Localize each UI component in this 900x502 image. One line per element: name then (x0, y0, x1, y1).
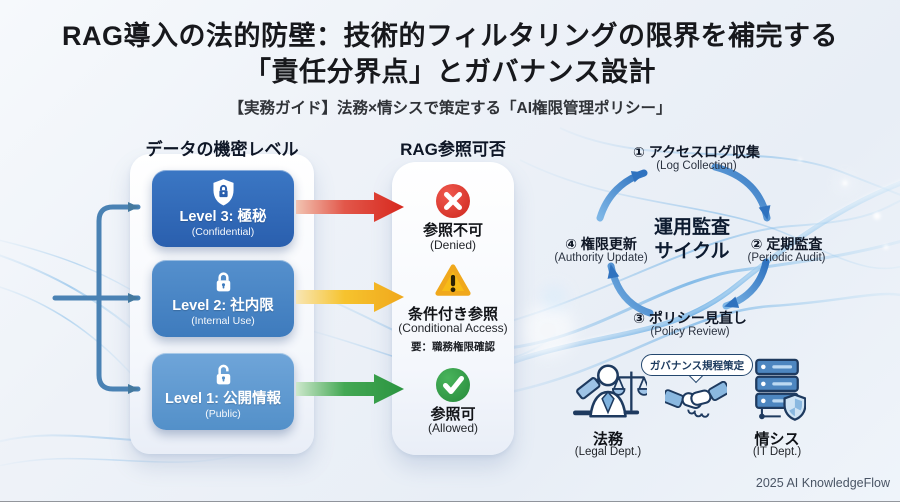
allowed-flow-arrow (296, 374, 404, 404)
it-dept-sublabel: (IT Dept.) (752, 446, 802, 458)
subtitle: 【実務ガイド】法務×情シスで策定する「AI権限管理ポリシー」 (228, 100, 672, 117)
level-2-sublabel: (Internal Use) (191, 315, 255, 327)
main-title-line1: RAG導入の法的防壁：技術的フィルタリングの限界を補完する (62, 21, 838, 51)
governance-bubble: ガバナンス規程策定 (641, 354, 753, 376)
lock-icon (216, 272, 230, 292)
conditional-label: 条件付き参照 (407, 306, 498, 323)
warning-icon (435, 264, 471, 296)
main-title-line2: 「責任分界点」とガバナンス設計 (244, 57, 656, 87)
cycle-step-3-label: ③ ポリシー見直し (633, 310, 747, 326)
it-dept-label: 情シス (754, 431, 800, 448)
credit-text: 2025 AI KnowledgeFlow (755, 476, 890, 490)
cycle-step-3-sublabel: (Policy Review) (650, 326, 730, 338)
denied-flow-arrow (296, 192, 404, 222)
cycle-step-2-label: ② 定期監査 (750, 236, 823, 252)
conditional-note: 要：職務権限確認 (411, 341, 495, 353)
level-3-label: Level 3: 極秘 (179, 209, 267, 225)
rag-permission-panel: 参照不可 (Denied) 条件付き参照 (Conditional Access… (392, 162, 514, 455)
level-1-label: Level 1: 公開情報 (164, 391, 282, 407)
cycle-arrows (596, 163, 771, 317)
denied-sublabel: (Denied) (429, 238, 477, 252)
allowed-icon (436, 368, 470, 402)
allowed-sublabel: (Allowed) (427, 421, 478, 435)
branch-connector (52, 202, 141, 394)
shield-lock-icon (212, 179, 234, 206)
legal-scales-icon (573, 364, 647, 418)
unlock-icon (216, 364, 230, 385)
cycle-step-1-sublabel: (Log Collection) (656, 160, 737, 172)
conditional-sublabel: (Conditional Access) (398, 321, 508, 335)
conditional-flow-arrow (296, 282, 404, 312)
cycle-center-title: 運用監査 サイクル (632, 216, 752, 264)
level-3-card: Level 3: 極秘 (Confidential) (152, 170, 294, 247)
level-2-card: Level 2: 社内限 (Internal Use) (152, 260, 294, 337)
level-1-card: Level 1: 公開情報 (Public) (152, 353, 294, 430)
legal-dept-sublabel: (Legal Dept.) (574, 446, 642, 458)
denied-label: 参照不可 (422, 222, 483, 239)
middle-panel-header: RAG参照可否 (400, 140, 506, 159)
cycle-step-4-sublabel: (Authority Update) (554, 252, 648, 264)
cycle-center-line1: 運用監査 (653, 217, 730, 238)
level-1-sublabel: (Public) (205, 408, 241, 420)
cycle-step-2-sublabel: (Periodic Audit) (747, 252, 826, 264)
cycle-step-4-label: ④ 権限更新 (565, 236, 637, 252)
header-block: RAG導入の法的防壁：技術的フィルタリングの限界を補完する 「責任分界点」とガバ… (0, 18, 900, 118)
denied-icon (436, 184, 470, 218)
cycle-center-line2: サイクル (654, 241, 730, 262)
allowed-label: 参照可 (430, 406, 476, 423)
handshake-icon (665, 381, 727, 418)
server-shield-icon (755, 358, 806, 421)
level-2-label: Level 2: 社内限 (172, 298, 274, 314)
left-panel-header: データの機密レベル (145, 140, 299, 159)
cycle-step-1-label: ① アクセスログ収集 (632, 144, 761, 160)
legal-dept-label: 法務 (592, 431, 623, 448)
flow-arrows (296, 192, 404, 404)
level-3-sublabel: (Confidential) (191, 226, 255, 238)
